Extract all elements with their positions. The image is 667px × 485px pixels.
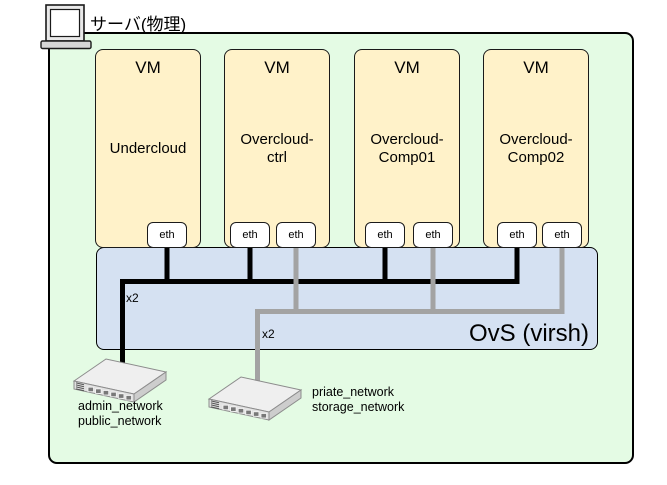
- vm-name-line: Undercloud: [109, 139, 187, 157]
- network-name: admin_network: [78, 399, 163, 413]
- vm-name-line: Overcloud-: [240, 130, 314, 148]
- vm-name-label: Overcloud- Comp01: [355, 50, 459, 247]
- vm-name-label: Undercloud: [96, 50, 200, 247]
- network-name: storage_network: [312, 399, 405, 414]
- vm-type-label: VM: [135, 58, 161, 77]
- vm-name-line: Overcloud-: [499, 130, 573, 148]
- laptop-icon: [40, 4, 92, 50]
- ovs-label: OvS (virsh): [469, 320, 589, 347]
- vm-type-label: VM: [523, 58, 549, 77]
- eth-port: eth: [365, 222, 405, 248]
- vm-name-line: Overcloud-: [370, 130, 444, 148]
- eth-port: eth: [147, 222, 187, 248]
- eth-port: eth: [276, 222, 316, 248]
- eth-port: eth: [413, 222, 453, 248]
- switch-icon: [207, 376, 303, 421]
- vm-name-line: Comp01: [378, 148, 436, 166]
- black-trunk-count: x2: [126, 291, 139, 305]
- network-name: priate_network: [312, 385, 394, 399]
- vm-box-overcloud-comp01: VM Overcloud- Comp01: [354, 49, 460, 248]
- eth-port: eth: [230, 222, 270, 248]
- vm-name-line: ctrl: [267, 148, 287, 166]
- switch2-networks-label: priate_network storage_network: [312, 385, 404, 414]
- network-name: public_network: [78, 413, 162, 428]
- vm-name-line: Comp02: [507, 148, 565, 166]
- switch-icon: [72, 358, 168, 403]
- vm-box-undercloud: VM Undercloud: [95, 49, 201, 248]
- gray-trunk-count: x2: [262, 327, 275, 341]
- vm-name-label: Overcloud- ctrl: [225, 50, 329, 247]
- switch1-networks-label: admin_network public_network: [78, 399, 163, 428]
- eth-port: eth: [542, 222, 582, 248]
- vm-type-label: VM: [264, 58, 290, 77]
- diagram-title: サーバ(物理): [90, 15, 187, 34]
- vm-box-overcloud-comp02: VM Overcloud- Comp02: [483, 49, 589, 248]
- vm-type-label: VM: [394, 58, 420, 77]
- eth-port: eth: [497, 222, 537, 248]
- vm-box-overcloud-ctrl: VM Overcloud- ctrl: [224, 49, 330, 248]
- ovs-box: OvS (virsh): [96, 247, 598, 350]
- vm-name-label: Overcloud- Comp02: [484, 50, 588, 247]
